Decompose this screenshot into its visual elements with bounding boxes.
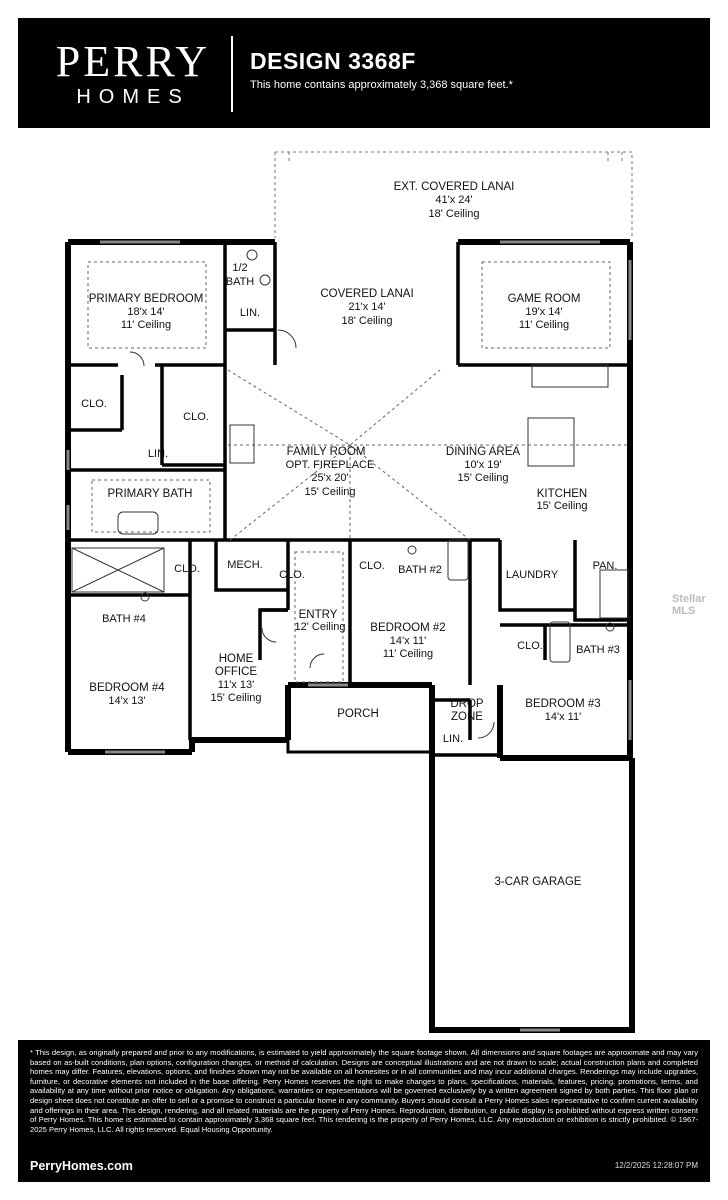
home-office-ceiling: 15' Ceiling	[210, 692, 261, 704]
ext-lanai-name: EXT. COVERED LANAI	[394, 181, 515, 193]
covered-lanai-label: COVERED LANAI 21'x 14' 18' Ceiling	[320, 288, 413, 327]
bedroom4-dims: 14'x 13'	[108, 695, 145, 707]
clo-mech-label: CLO.	[174, 563, 200, 575]
home-office-name-1: HOME	[219, 653, 254, 665]
dining-area-dims: 10'x 19'	[464, 459, 501, 471]
bedroom3-dims: 14'x 11'	[545, 711, 581, 723]
clo-entry-label: CLO.	[279, 569, 305, 581]
game-room-label: GAME ROOM 19'x 14' 11' Ceiling	[508, 293, 581, 331]
clo-bath2-label: CLO.	[359, 560, 385, 572]
print-timestamp: 12/2/2025 12:28:07 PM	[614, 1161, 698, 1170]
half-bath-label-2: BATH	[226, 276, 255, 288]
laundry-label: LAUNDRY	[506, 569, 559, 581]
bath4-label: BATH #4	[102, 613, 146, 625]
kitchen-name: KITCHEN	[537, 488, 587, 500]
bedroom3-label: BEDROOM #3 14'x 11'	[525, 698, 600, 723]
primary-bedroom-dims: 18'x 14'	[127, 306, 164, 318]
brand-logo-homes: HOMES	[76, 86, 190, 108]
primary-bedroom-name: PRIMARY BEDROOM	[89, 293, 204, 305]
website-link[interactable]: PerryHomes.com	[30, 1159, 133, 1173]
bedroom2-name: BEDROOM #2	[370, 622, 445, 634]
home-office-name-2: OFFICE	[215, 666, 257, 678]
mech-label: MECH.	[227, 559, 262, 571]
brand-logo-perry: PERRY	[55, 37, 211, 86]
bath3-label: BATH #3	[576, 644, 620, 656]
lin-primary-label: LIN.	[148, 448, 168, 460]
bedroom2-dims: 14'x 11'	[390, 635, 426, 647]
design-title: DESIGN 3368F	[250, 48, 416, 74]
primary-bedroom-ceiling: 11' Ceiling	[121, 319, 171, 331]
porch-label: PORCH	[337, 708, 379, 720]
drop-zone-name-2: ZONE	[451, 711, 483, 723]
family-room-name: FAMILY ROOM	[287, 446, 366, 458]
dining-area-ceiling: 15' Ceiling	[457, 472, 508, 484]
drop-zone-name-1: DROP	[450, 698, 484, 710]
game-room-dims: 19'x 14'	[525, 306, 562, 318]
bath2-label: BATH #2	[398, 564, 442, 576]
header-banner: PERRY HOMES DESIGN 3368F This home conta…	[18, 18, 710, 128]
bedroom3-name: BEDROOM #3	[525, 698, 600, 710]
home-office-label: HOME OFFICE 11'x 13' 15' Ceiling	[210, 653, 261, 704]
home-office-dims: 11'x 13'	[218, 679, 254, 691]
pan-label: PAN.	[593, 560, 618, 572]
lin-top-label: LIN.	[240, 307, 260, 319]
primary-bath-label: PRIMARY BATH	[108, 488, 193, 500]
door-swings	[129, 329, 495, 739]
stellar-mls-watermark: Stellar MLS	[672, 593, 706, 617]
dining-area-name: DINING AREA	[446, 446, 520, 458]
family-room-dims: 25'x 20'	[311, 472, 348, 484]
primary-bedroom-label: PRIMARY BEDROOM 18'x 14' 11' Ceiling	[89, 293, 204, 331]
square-footage-subtitle: This home contains approximately 3,368 s…	[250, 79, 513, 91]
entry-name: ENTRY	[299, 609, 338, 621]
half-bath-label-1: 1/2	[232, 262, 247, 274]
legal-disclaimer: * This design, as originally prepared an…	[30, 1048, 698, 1134]
bedroom4-name: BEDROOM #4	[89, 682, 165, 694]
clo-bath3-label: CLO.	[517, 640, 543, 652]
ext-lanai-outline	[274, 151, 633, 238]
family-room-label: FAMILY ROOM OPT. FIREPLACE 25'x 20' 15' …	[286, 446, 375, 498]
porch-outline	[286, 685, 432, 754]
lin-drop-label: LIN.	[443, 733, 463, 745]
kitchen-ceiling: 15' Ceiling	[536, 500, 587, 512]
footer-banner: * This design, as originally prepared an…	[18, 1040, 710, 1182]
floor-plan: EXT. COVERED LANAI 41'x 24' 18' Ceiling …	[0, 140, 728, 1040]
ceiling-lines	[87, 261, 628, 683]
game-room-name: GAME ROOM	[508, 293, 581, 305]
bedroom2-ceiling: 11' Ceiling	[383, 648, 433, 660]
header-divider	[231, 36, 233, 112]
clo-left-label: CLO.	[81, 398, 107, 410]
fixtures	[71, 249, 629, 663]
covered-lanai-name: COVERED LANAI	[320, 288, 413, 300]
entry-label: ENTRY 12' Ceiling	[294, 609, 345, 633]
bedroom2-label: BEDROOM #2 14'x 11' 11' Ceiling	[370, 622, 445, 660]
windows	[66, 240, 632, 1032]
entry-ceiling: 12' Ceiling	[294, 621, 345, 633]
ext-lanai-dims: 41'x 24'	[435, 194, 472, 206]
ext-lanai-label: EXT. COVERED LANAI 41'x 24' 18' Ceiling	[394, 181, 515, 220]
floor-plan-drawing: EXT. COVERED LANAI 41'x 24' 18' Ceiling …	[65, 151, 635, 1033]
covered-lanai-dims: 21'x 14'	[348, 301, 385, 313]
kitchen-label: KITCHEN 15' Ceiling	[536, 488, 587, 512]
covered-lanai-ceiling: 18' Ceiling	[341, 315, 392, 327]
garage-label: 3-CAR GARAGE	[495, 876, 582, 888]
clo-right-label: CLO.	[183, 411, 209, 423]
family-room-option: OPT. FIREPLACE	[286, 459, 375, 471]
family-room-ceiling: 15' Ceiling	[304, 486, 355, 498]
drop-zone-label: DROP ZONE	[450, 698, 484, 723]
game-room-ceiling: 11' Ceiling	[519, 319, 569, 331]
ext-lanai-ceiling: 18' Ceiling	[428, 208, 479, 220]
interior-walls	[68, 242, 630, 757]
bedroom4-label: BEDROOM #4 14'x 13'	[89, 682, 165, 707]
dining-area-label: DINING AREA 10'x 19' 15' Ceiling	[446, 446, 520, 484]
